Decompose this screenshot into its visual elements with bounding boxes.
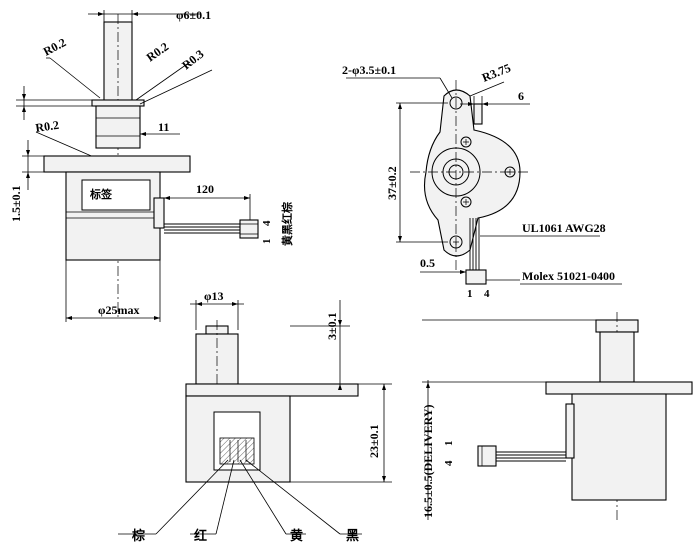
cable-spec-label: UL1061 AWG28 xyxy=(522,221,606,235)
tl-pin-last: 4 xyxy=(261,220,273,226)
shaft-diameter-label: φ6±0.1 xyxy=(176,8,211,22)
bottom-left-view: φ13 3±0.1 23±0.1 xyxy=(118,289,392,543)
bottom-right-view: 1 4 16.5±0.5(DELIVERY) xyxy=(421,312,693,520)
br-pin-last: 4 xyxy=(443,460,455,466)
mount-holes-label: 2-φ3.5±0.1 xyxy=(342,63,396,77)
collar-diameter-label: φ13 xyxy=(204,289,224,303)
hole-spacing-label: 37±0.2 xyxy=(385,166,399,200)
tl-pin-first: 1 xyxy=(261,239,273,245)
flange xyxy=(43,155,191,173)
hole-radius-label: R3.75 xyxy=(480,61,513,85)
wire-label-red: 红 xyxy=(194,528,207,543)
body-diameter-label: φ25max xyxy=(98,303,139,317)
delivery-length-label: 16.5±0.5(DELIVERY) xyxy=(421,404,435,518)
washer xyxy=(91,99,145,107)
top-right-view: 2-φ3.5±0.1 R3.75 6 37±0.2 UL1061 AWG28 xyxy=(342,61,622,300)
br-flange xyxy=(545,381,693,395)
br-lead-wires xyxy=(496,451,566,462)
mount-hole-bottom xyxy=(449,235,463,249)
wire-label-black: 黑 xyxy=(346,528,359,543)
collar xyxy=(95,105,141,149)
connector-spec-label: Molex 51021-0400 xyxy=(522,269,615,283)
body-label-text: 标签 xyxy=(89,187,113,201)
bl-flange xyxy=(185,383,359,397)
br-body xyxy=(571,393,667,501)
lead-wires xyxy=(164,223,240,234)
lead-connector xyxy=(239,219,259,239)
tab xyxy=(473,103,483,125)
br-collar xyxy=(599,331,635,383)
flange-thickness-label: 1.5±0.1 xyxy=(9,185,23,222)
tr-pin-last: 4 xyxy=(484,288,490,300)
center-boss xyxy=(431,147,481,197)
br-side-tab xyxy=(565,403,575,459)
br-connector xyxy=(477,445,497,467)
cable-connector xyxy=(465,269,487,285)
mounting-plate xyxy=(423,89,521,257)
mount-hole-top xyxy=(449,96,463,110)
tab-offset-label: 6 xyxy=(518,89,524,103)
lead-length-label: 120 xyxy=(196,182,214,196)
cable-down xyxy=(469,218,480,272)
radius-b-label: R0.2 xyxy=(144,39,171,64)
side-connector xyxy=(153,197,165,229)
radius-c-label: R0.3 xyxy=(179,47,206,73)
wire-label-yellow: 黄 xyxy=(290,528,303,543)
br-pin-first: 1 xyxy=(443,441,455,447)
radius-a-label: R0.2 xyxy=(41,35,68,58)
collar-length-label: 11 xyxy=(158,120,169,134)
wire-label-brown: 棕 xyxy=(131,528,145,543)
top-left-view: φ6±0.1 R0.2 R0.2 R0.3 R0.2 11 xyxy=(9,8,294,322)
shaft-protrusion-label: 3±0.1 xyxy=(325,312,339,340)
tr-pin-first: 1 xyxy=(467,288,473,300)
body-height-label: 23±0.1 xyxy=(367,424,381,458)
gap-label: 0.5 xyxy=(420,256,435,270)
wire-leaders xyxy=(118,459,362,535)
wire-colors-label: 黄黑红棕 xyxy=(280,202,294,246)
body-label-box xyxy=(81,179,151,211)
radius-d-label: R0.2 xyxy=(34,118,59,135)
